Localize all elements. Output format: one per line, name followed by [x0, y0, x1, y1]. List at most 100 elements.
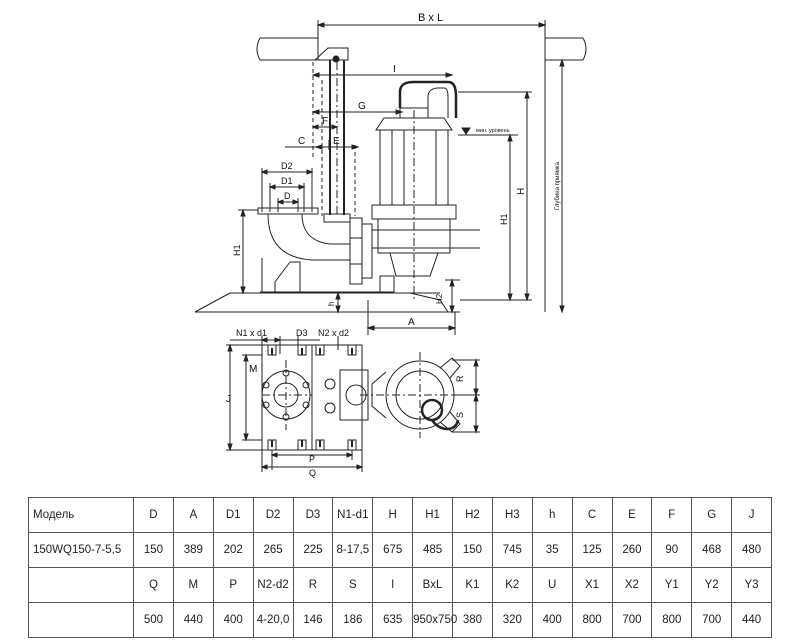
table-cell: C [571, 497, 613, 533]
table-cell: Q [133, 567, 174, 603]
table-cell: Y2 [691, 567, 733, 603]
table-cell: 8-17,5 [332, 532, 374, 568]
table-cell: H1 [412, 497, 453, 533]
table-cell: 635 [372, 602, 414, 638]
table-cell: BxL [412, 567, 453, 603]
label-h1-right: H1 [499, 213, 509, 225]
table-cell: D [133, 497, 174, 533]
label-i: I [393, 64, 396, 75]
label-m: M [249, 364, 257, 375]
table-cell: J [731, 497, 772, 533]
label-q: Q [309, 468, 316, 478]
label-e: E [333, 136, 340, 147]
table-cell: 186 [332, 602, 374, 638]
label-level: мин. уровень [476, 128, 510, 134]
table-cell: 146 [292, 602, 334, 638]
table-cell: U [531, 567, 573, 603]
label-h1-left: H1 [232, 244, 242, 256]
label-d2: D2 [281, 161, 293, 171]
table-cell: 468 [691, 532, 733, 568]
table-cell: 202 [212, 532, 254, 568]
table-cell: 440 [731, 602, 772, 638]
label-c: C [298, 136, 305, 147]
table-cell: N2-d2 [252, 567, 294, 603]
table-cell: 400 [531, 602, 573, 638]
table-cell: 440 [172, 602, 214, 638]
table-cell: A [172, 497, 214, 533]
table-cell: S [332, 567, 374, 603]
label-n2d2: N2 x d2 [318, 328, 349, 338]
label-d: D [284, 191, 291, 201]
table-cell-model: Модель [28, 497, 134, 533]
table-cell: D1 [212, 497, 254, 533]
table-cell: 500 [133, 602, 174, 638]
table-cell: 150 [133, 532, 174, 568]
label-depth: Глубина приямка [555, 161, 561, 210]
table-cell: H [372, 497, 414, 533]
table-cell: K2 [491, 567, 533, 603]
label-d3: D3 [296, 328, 308, 338]
table-cell: G [691, 497, 733, 533]
label-h-small: h [327, 302, 336, 306]
table-cell: P [212, 567, 254, 603]
table-cell: 389 [172, 532, 214, 568]
label-j: J [226, 394, 231, 405]
table-cell: 480 [731, 532, 772, 568]
table-cell: Y1 [651, 567, 693, 603]
table-cell: 380 [452, 602, 493, 638]
label-d1: D1 [281, 176, 293, 186]
table-cell: 320 [491, 602, 533, 638]
table-cell: 700 [691, 602, 733, 638]
label-s: S [455, 412, 465, 418]
table-cell-model [28, 567, 134, 603]
plan-view: N1 x d1 D3 N2 x d2 J M P Q R S [226, 328, 480, 478]
table-cell: R [292, 567, 334, 603]
table-cell: 260 [611, 532, 653, 568]
table-cell: I [372, 567, 414, 603]
pump-installation-drawing: B x L I G F C E D2 D1 D H1 H H1 H2 h A Г… [194, 12, 587, 478]
label-f: F [322, 116, 328, 127]
table-cell: 700 [611, 602, 653, 638]
table-cell: 950x750 [412, 602, 457, 638]
table-cell: 800 [651, 602, 693, 638]
table-cell: Y3 [731, 567, 772, 603]
side-elevation-view: B x L I G F C E D2 D1 D H1 H H1 H2 h A Г… [194, 12, 587, 335]
table-cell: M [172, 567, 214, 603]
table-cell: D3 [292, 497, 334, 533]
table-cell: X2 [611, 567, 653, 603]
table-cell-model [28, 602, 134, 638]
table-cell: 225 [292, 532, 334, 568]
table-cell: 800 [571, 602, 613, 638]
table-cell: 745 [491, 532, 533, 568]
table-cell: 150 [452, 532, 493, 568]
table-cell: 485 [412, 532, 453, 568]
table-cell-model: 150WQ150-7-5,5 [28, 532, 134, 568]
table-cell: h [531, 497, 573, 533]
table-cell: K1 [452, 567, 493, 603]
table-cell: 125 [571, 532, 613, 568]
table-cell: 90 [651, 532, 693, 568]
table-cell: H2 [452, 497, 493, 533]
label-h: H [516, 188, 527, 195]
table-cell: F [651, 497, 693, 533]
table-cell: 675 [372, 532, 414, 568]
table-cell: D2 [252, 497, 294, 533]
label-p: P [309, 454, 315, 464]
table-cell: N1-d1 [332, 497, 374, 533]
label-g: G [358, 101, 366, 112]
label-a: A [408, 317, 415, 328]
table-cell: H3 [491, 497, 533, 533]
label-n1d1: N1 x d1 [236, 328, 267, 338]
label-bxl: B x L [418, 12, 443, 24]
table-cell: 4-20,0 [252, 602, 294, 638]
table-cell: X1 [571, 567, 613, 603]
label-r: R [455, 375, 465, 382]
table-cell: 265 [252, 532, 294, 568]
table-cell: 35 [531, 532, 573, 568]
table-cell: 400 [212, 602, 254, 638]
